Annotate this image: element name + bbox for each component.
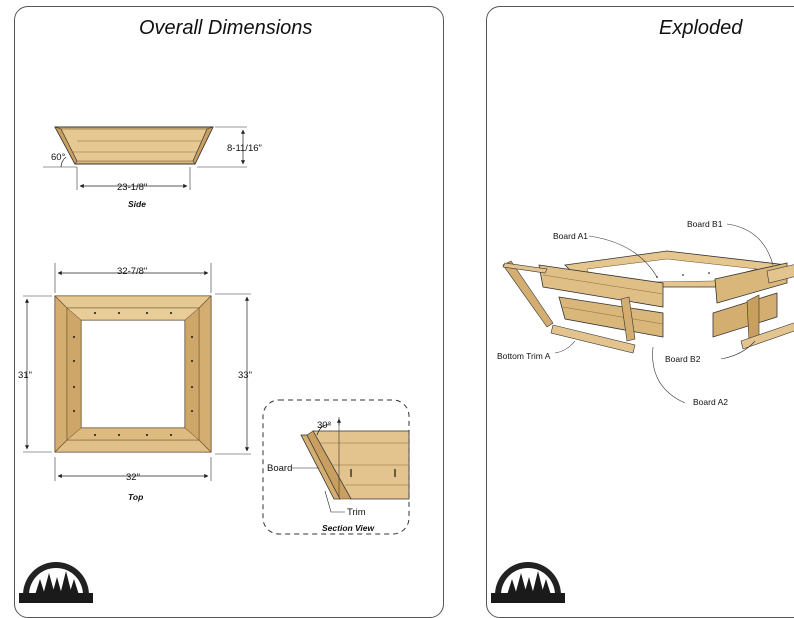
section-caption: Section View (322, 523, 375, 533)
overall-dimensions-panel: Overall Dimensions (14, 6, 444, 618)
top-height-left-label: 31" (18, 370, 32, 381)
section-view (262, 399, 410, 535)
overall-dimensions-title: Overall Dimensions (139, 17, 313, 39)
exploded-panel: Exploded (486, 6, 794, 618)
label-board-a2: Board A2 (693, 397, 728, 407)
exploded-view (502, 223, 794, 404)
top-height-right-label: 33" (238, 370, 252, 381)
brand-logo-right (489, 555, 567, 608)
top-width-top-label: 32-7/8" (117, 266, 148, 277)
side-height-label: 8-11/16" (227, 143, 262, 154)
top-width-bottom-label: 32" (126, 472, 140, 483)
side-caption: Side (128, 199, 146, 209)
brand-logo-left (17, 555, 95, 608)
top-caption: Top (128, 492, 144, 502)
label-board-b1: Board B1 (687, 219, 723, 229)
overall-dimensions-drawing (23, 126, 410, 535)
exploded-title: Exploded (659, 17, 743, 39)
label-board-b2: Board B2 (665, 354, 701, 364)
label-bottom-trim-a: Bottom Trim A (497, 351, 551, 361)
side-view (43, 126, 247, 190)
side-width-label: 23-1/8" (117, 182, 148, 193)
section-trim-label: Trim (347, 507, 366, 518)
top-view (23, 263, 251, 481)
section-angle-label: 30° (317, 420, 332, 431)
exploded-drawing (502, 223, 794, 404)
label-board-a1: Board A1 (553, 231, 588, 241)
section-board-label: Board (267, 463, 293, 474)
side-angle-label: 60° (51, 152, 66, 163)
